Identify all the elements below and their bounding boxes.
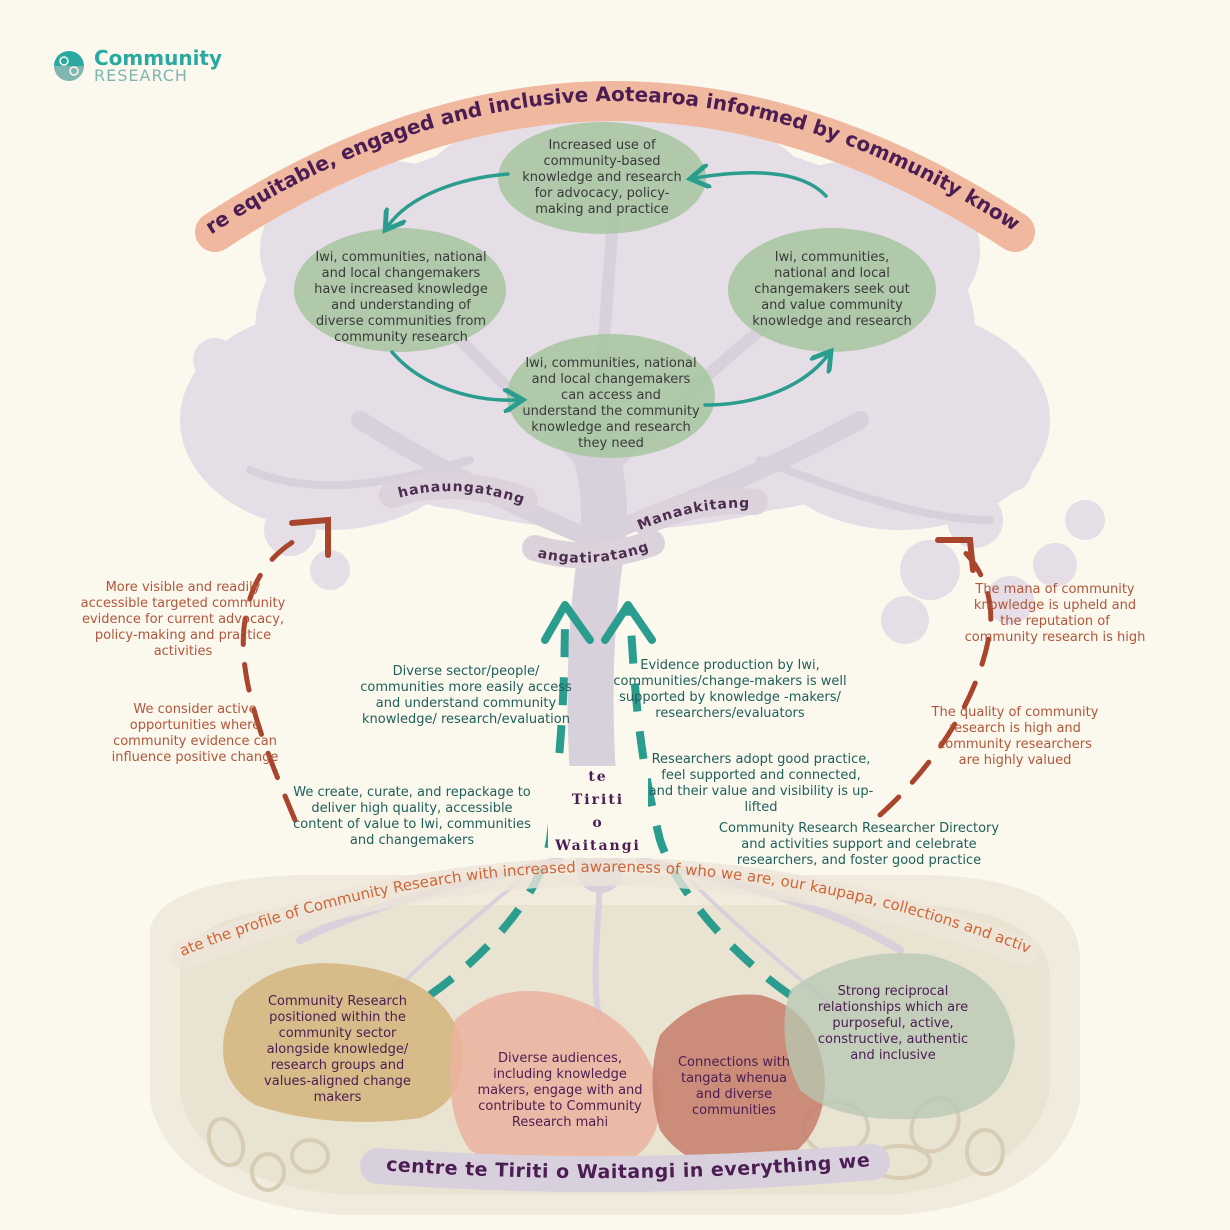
trunk-right-mid: Researchers adopt good practice, feel su… [648,752,874,815]
tiriti-line-3: o [592,815,604,831]
trunk-right-upper: Evidence production by Iwi, communities/… [613,658,847,721]
root-text-1: Community Research positioned within the… [264,994,411,1105]
cycle-left-text: Iwi, communities, national and local cha… [314,250,488,345]
tiriti-line-2: Tiriti [571,792,625,808]
trunk-left-lower: We create, curate, and repackage to deli… [293,785,531,848]
tiriti-label: te Tiriti o Waitangi [548,766,648,858]
left-outcome-2: We consider active opportunities where c… [111,702,279,765]
cycle-right-text: Iwi, communities, national and local cha… [752,250,912,329]
tiriti-line-1: te [588,769,608,785]
cycle-arrow-icon [388,173,828,405]
cycle-ellipse-bottom [507,334,715,458]
root-text-3: Connections with tangata whenua and dive… [677,1055,791,1118]
root-blob-1 [223,963,464,1122]
outcome-cycle [294,122,936,458]
root-text-2: Diverse audiences, including knowledge m… [477,1051,643,1130]
tiriti-line-4: Waitangi [555,838,641,854]
left-outcome-1: More visible and readily accessible targ… [80,580,286,659]
cycle-ellipse-left [294,228,506,352]
right-outcome-2: The quality of community research is hig… [931,705,1099,768]
logo-word-research: RESEARCH [94,66,188,85]
cycle-top-text: Increased use of community-based knowled… [522,138,682,217]
root-blob-2 [450,990,661,1173]
logo-word-community: Community [94,46,223,70]
cycle-ellipse-right [728,228,936,352]
root-blob-3 [652,994,825,1171]
root-text-4: Strong reciprocal relationships which ar… [817,984,969,1063]
cycle-bottom-text: Iwi, communities, national and local cha… [522,356,700,451]
trunk-right-lower: Community Research Researcher Directory … [718,821,1000,868]
root-blobs [223,953,1015,1173]
trunk-left-upper: Diverse sector/people/ communities more … [360,664,572,727]
right-outcome-1: The mana of community knowledge is uphel… [964,582,1146,645]
community-research-logo: Community RESEARCH [52,48,222,84]
community-research-logo-icon [54,51,84,81]
cycle-ellipse-top [498,122,706,234]
root-blob-4 [784,953,1015,1120]
outcome-dashed-arrows [240,516,994,823]
